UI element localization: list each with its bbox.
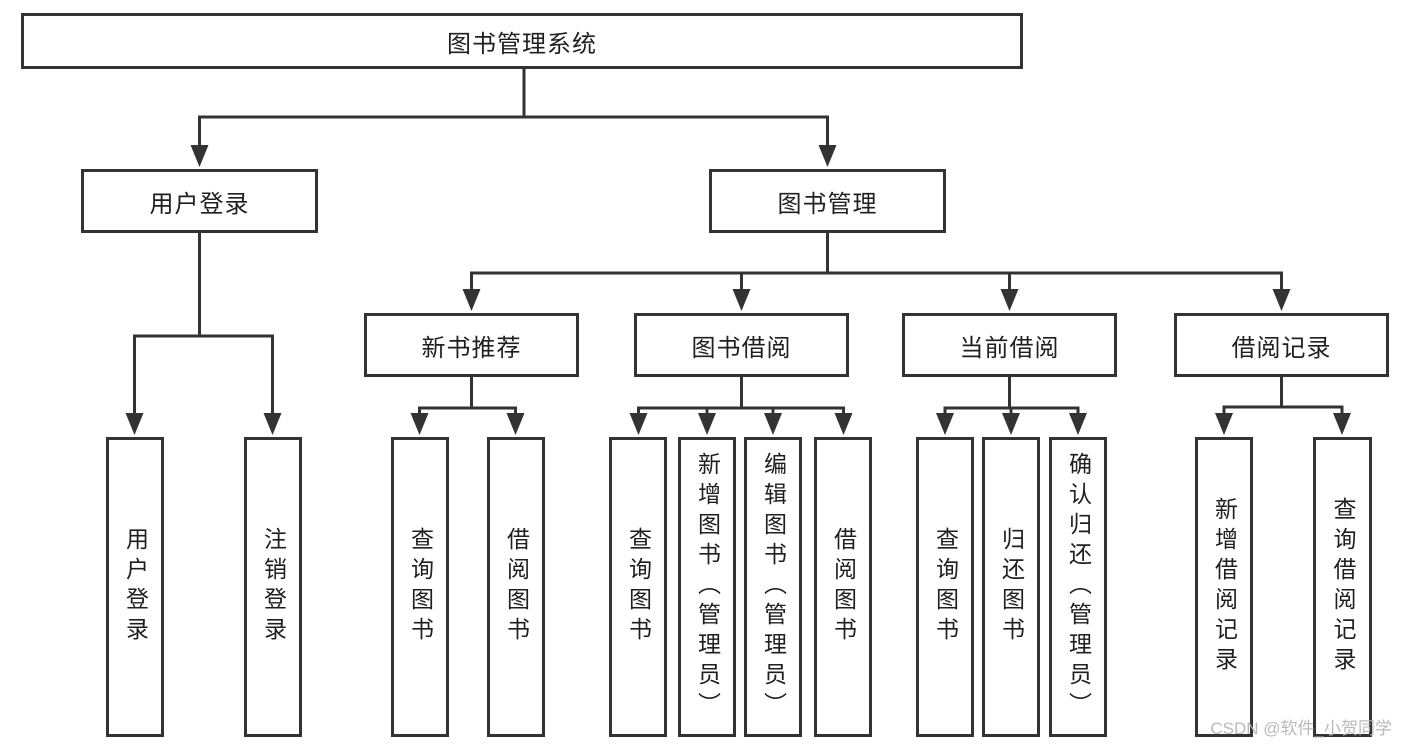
node-book-borrowing: 图书借阅 — [634, 313, 849, 377]
leaf-recommend-query-books: 查询图书 — [391, 437, 449, 737]
node-borrowing-records-label: 借阅记录 — [1231, 334, 1332, 362]
leaf-add-borrow-record-label: 新增借阅记录 — [1211, 497, 1238, 677]
leaf-user-login-label: 用户登录 — [122, 527, 149, 647]
leaf-query-borrow-record-label: 查询借阅记录 — [1330, 497, 1356, 677]
leaf-borrowing-borrow-books: 借阅图书 — [814, 437, 872, 737]
leaf-logout-login-label: 注销登录 — [260, 527, 287, 647]
arrowheads — [125, 145, 1351, 435]
leaf-add-borrow-record: 新增借阅记录 — [1195, 437, 1253, 737]
node-book-borrowing-label: 图书借阅 — [691, 334, 792, 362]
leaf-confirm-return-admin: 确认归还（管理员） — [1049, 437, 1107, 737]
leaf-return-books: 归还图书 — [982, 437, 1040, 737]
leaf-return-books-label: 归还图书 — [998, 527, 1025, 647]
leaf-recommend-borrow-books-label: 借阅图书 — [503, 527, 530, 647]
leaf-query-borrow-record: 查询借阅记录 — [1313, 437, 1372, 737]
node-current-borrowing: 当前借阅 — [902, 313, 1117, 377]
leaf-borrowing-query-books-label: 查询图书 — [625, 527, 652, 647]
leaf-add-books-admin-label: 新增图书（管理员） — [694, 452, 721, 722]
csdn-watermark: CSDN @软件_小贺同学 — [1210, 719, 1392, 738]
node-user-login-group: 用户登录 — [81, 169, 318, 233]
leaf-borrowing-query-books: 查询图书 — [609, 437, 667, 737]
node-user-login-group-label: 用户登录 — [149, 190, 250, 218]
leaf-logout-login: 注销登录 — [244, 437, 302, 737]
leaf-current-query-books-label: 查询图书 — [932, 527, 959, 647]
leaf-recommend-query-books-label: 查询图书 — [407, 527, 434, 647]
leaf-edit-books-admin: 编辑图书（管理员） — [744, 437, 802, 737]
leaf-edit-books-admin-label: 编辑图书（管理员） — [760, 452, 787, 722]
node-new-book-recommend-label: 新书推荐 — [421, 334, 522, 362]
leaf-add-books-admin: 新增图书（管理员） — [678, 437, 736, 737]
leaf-current-query-books: 查询图书 — [916, 437, 974, 737]
leaf-recommend-borrow-books: 借阅图书 — [487, 437, 545, 737]
node-new-book-recommend: 新书推荐 — [364, 313, 579, 377]
node-current-borrowing-label: 当前借阅 — [959, 334, 1060, 362]
leaf-borrowing-borrow-books-label: 借阅图书 — [830, 527, 857, 647]
node-library-system-label: 图书管理系统 — [447, 30, 597, 58]
node-library-system: 图书管理系统 — [21, 13, 1023, 69]
node-book-management-label: 图书管理 — [777, 190, 878, 218]
node-book-management: 图书管理 — [709, 169, 946, 233]
node-borrowing-records: 借阅记录 — [1174, 313, 1389, 377]
leaf-confirm-return-admin-label: 确认归还（管理员） — [1065, 452, 1092, 722]
leaf-user-login: 用户登录 — [106, 437, 164, 737]
